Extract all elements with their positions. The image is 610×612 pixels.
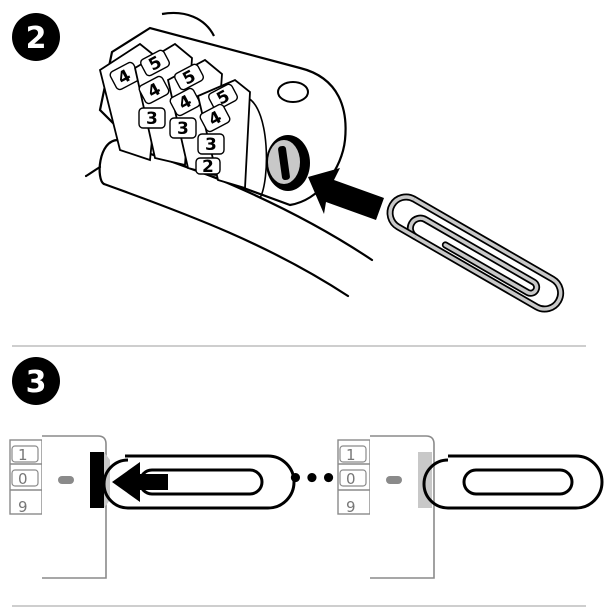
lock-section-right: 1 0 9 <box>337 435 435 579</box>
paperclip-icon <box>386 193 565 313</box>
step-2-panel: 2 4 <box>12 11 565 313</box>
push-arrow-left-icon <box>112 462 168 502</box>
dial-left-digit-1: 1 <box>18 446 28 464</box>
ellipsis: ••• <box>287 464 337 494</box>
lock-body-edge <box>247 97 268 199</box>
step-2-badge <box>12 13 60 61</box>
lock-shackle <box>161 11 215 37</box>
dial-left-digit-0: 0 <box>18 470 28 488</box>
step-2-number: 2 <box>26 21 47 56</box>
dial-right-digit-1: 1 <box>346 446 356 464</box>
lock-section-left: 1 0 9 <box>9 435 110 579</box>
dial-2-digit-low: 3 <box>146 109 158 129</box>
step-3-badge <box>12 357 60 405</box>
dial-right-digit-9: 9 <box>346 498 356 516</box>
lock-button <box>277 81 309 103</box>
dial-4-digit-low: 3 <box>205 135 217 155</box>
reset-slot <box>266 135 310 191</box>
step-3-number: 3 <box>26 365 47 400</box>
dial-4-digit-bottom: 2 <box>202 157 214 177</box>
combination-lock: 4 5 4 3 5 4 3 <box>98 11 347 207</box>
dial-right-digit-0: 0 <box>346 470 356 488</box>
paperclip-right-icon <box>422 454 604 510</box>
step-3-panel: 3 1 0 9 ••• 1 <box>9 357 604 579</box>
insert-arrow-icon <box>308 168 384 220</box>
dial-left-digit-9: 9 <box>18 498 28 516</box>
reset-slot-left <box>90 452 104 508</box>
dial-wheel-4: 5 4 3 2 <box>195 78 251 190</box>
dial-3-digit-low: 3 <box>177 119 189 139</box>
